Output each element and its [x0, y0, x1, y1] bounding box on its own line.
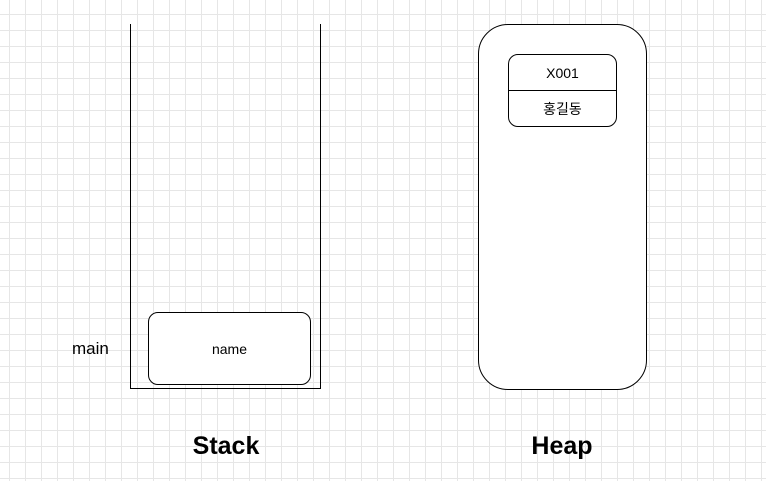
heap-title: Heap [531, 432, 593, 460]
stack-title: Stack [192, 432, 260, 460]
stack-frame-box: name [148, 312, 311, 385]
heap-object-address-cell: X001 [509, 55, 616, 90]
heap-object-box: X001 홍길동 [508, 54, 617, 127]
heap-object-value-cell: 홍길동 [509, 91, 616, 126]
stack-container [130, 24, 321, 389]
heap-object-address: X001 [546, 64, 579, 81]
stack-frame-variable: name [211, 340, 248, 357]
stack-frame-label: main [72, 339, 109, 358]
heap-object-divider [509, 90, 616, 91]
heap-object-value: 홍길동 [543, 100, 582, 117]
